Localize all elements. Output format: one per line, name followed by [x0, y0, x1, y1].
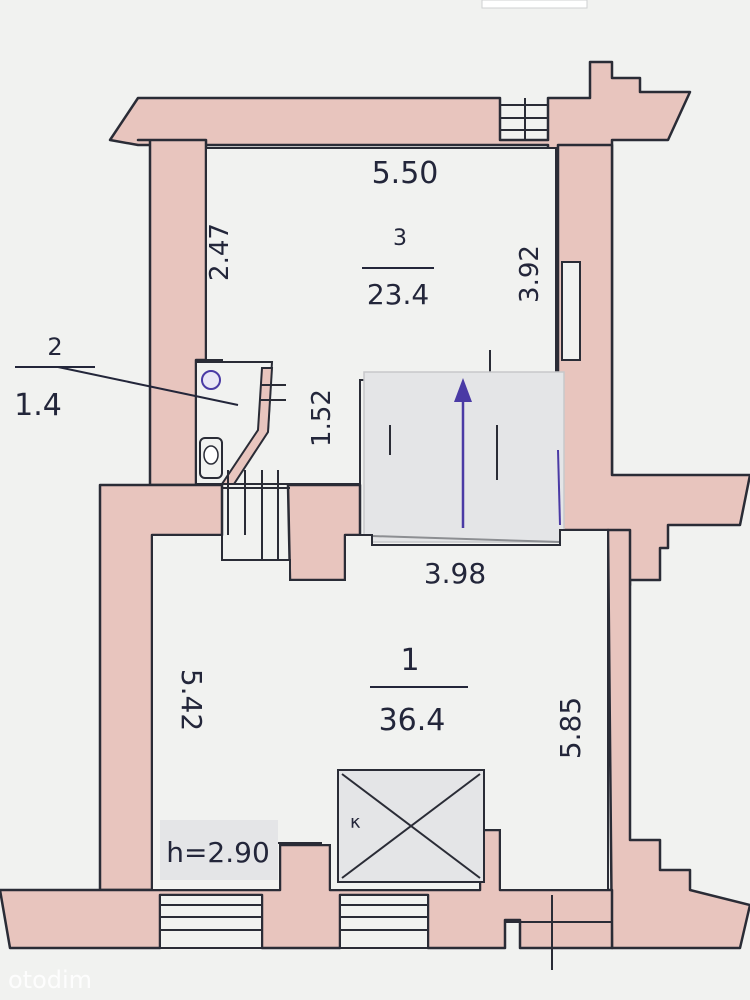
room-1-width: 3.98 [424, 557, 486, 590]
room-3-area: 23.4 [367, 278, 429, 311]
room-1-left-dim: 5.42 [175, 669, 208, 731]
room-2-area: 1.4 [14, 388, 62, 423]
room-1-right-dim: 5.85 [554, 697, 587, 759]
room-1: 3.98 1 36.4 5.42 5.85 κ h=2.90 [140, 529, 609, 891]
room-3: 3 23.4 5.50 2.47 3.92 [205, 98, 581, 485]
room-2-number: 2 [47, 333, 62, 361]
bottom-windows [159, 894, 613, 970]
room-2-partition [220, 367, 274, 485]
patch-side-mark [557, 449, 561, 526]
paper-scrap [481, 0, 588, 9]
room-3-floor [205, 147, 557, 485]
room-3-number: 3 [393, 226, 407, 251]
room-2: 2 1.4 [14, 333, 286, 485]
stove-cross-2 [341, 773, 481, 879]
corridor-dim: 1.52 [307, 389, 337, 447]
top-hatch [500, 98, 548, 140]
stair-patch [363, 371, 565, 543]
patch-edge [371, 535, 561, 543]
room-1-floor [140, 529, 609, 891]
ceiling-height-box [160, 820, 278, 880]
leader-line [57, 366, 239, 406]
window-bottom-mid [339, 894, 429, 949]
room-3-right-dim: 3.92 [515, 245, 545, 303]
room-3-width: 5.50 [372, 156, 439, 191]
room-3-window [561, 261, 581, 361]
toilet-seat-icon [203, 445, 219, 465]
room-3-left-dim: 2.47 [205, 223, 235, 281]
stove-mark: κ [350, 812, 361, 833]
sink-icon [201, 370, 221, 390]
ceiling-height: h=2.90 [166, 836, 270, 869]
right-upper-wall [556, 143, 750, 587]
window-bottom-left [159, 894, 263, 949]
right-lower-wall [606, 528, 750, 950]
room-1-area: 36.4 [379, 703, 446, 738]
arrow-up-icon [454, 378, 472, 402]
room-1-number: 1 [400, 643, 419, 678]
watermark-logo: otodim [8, 966, 92, 994]
corridor-steps [222, 470, 290, 560]
